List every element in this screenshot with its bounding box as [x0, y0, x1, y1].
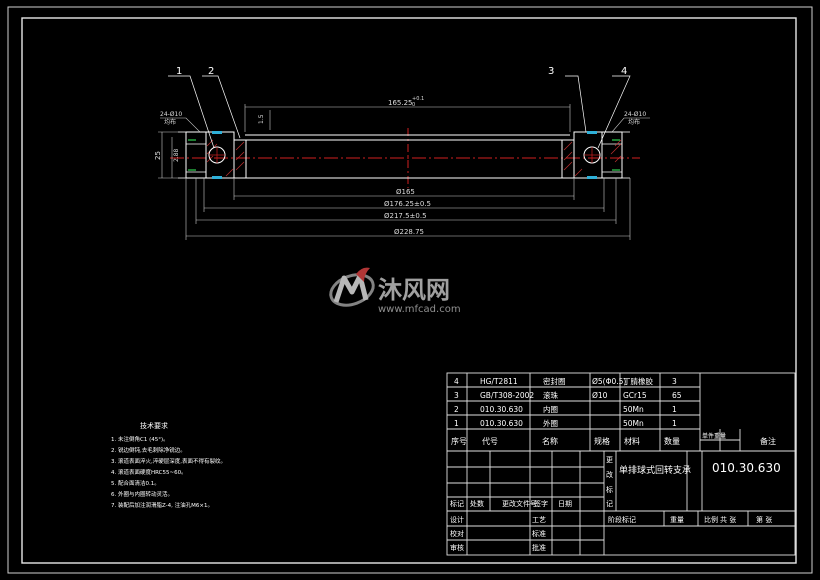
dim-top-tol-up: +0.1	[412, 96, 424, 102]
bom-cell-name: 内圈	[543, 404, 558, 414]
dim-d3: Ø217.5±0.5	[384, 212, 427, 220]
dim-offset: 2.88	[173, 148, 180, 162]
notes-title: 技术要求	[140, 421, 168, 430]
note-line: 5. 配合面清洁0.1。	[111, 479, 160, 487]
outer-border	[7, 6, 813, 574]
bom-cell-name: 密封圈	[543, 376, 566, 386]
tb-v1: 更	[606, 456, 613, 464]
bom-cell-spec: Ø10	[592, 391, 608, 400]
bom-cell-qty: 1	[672, 405, 677, 414]
bom-cell-spec: Ø5(Φ0.5)	[592, 377, 626, 386]
tb-design: 设计	[450, 515, 464, 524]
tb-weight: 重量	[670, 516, 684, 524]
note-line: 1. 未注倒角C1 (45°)。	[111, 435, 169, 443]
bom-cell-no: 2	[454, 405, 459, 414]
note-line: 6. 外圈与内圈转动灵活。	[111, 490, 173, 498]
bom-h-spec: 规格	[594, 436, 610, 446]
dim-holes-right: 24-Ø10	[624, 111, 646, 118]
mfcad-logo	[329, 267, 375, 307]
bom-cell-no: 4	[454, 377, 459, 386]
bom-cell-code: 010.30.630	[480, 419, 523, 428]
outer-ring-right	[601, 131, 623, 179]
tb-mark: 标记	[450, 499, 464, 508]
bom-cell-no: 3	[454, 391, 459, 400]
watermark-cn: 沐风网	[378, 276, 450, 304]
seal-left-top	[212, 131, 222, 134]
tb-change-file: 更改文件号	[502, 499, 537, 508]
tb-sign: 签字	[534, 499, 548, 508]
outer-ring-left	[185, 131, 207, 179]
bom-cell-qty: 65	[672, 391, 682, 400]
title-block	[446, 450, 796, 556]
inner-border	[21, 17, 797, 564]
bom-cell-code: 010.30.630	[480, 405, 523, 414]
note-line: 3. 滚道表面淬火,淬硬层深度,表面不得有裂纹。	[111, 457, 226, 465]
dimension-lines	[158, 104, 650, 240]
dim-top-tol-low: 0	[412, 102, 415, 108]
bom-cell-material: GCr15	[623, 391, 647, 400]
tb-date: 日期	[558, 500, 572, 508]
bom-cell-qty: 1	[672, 419, 677, 428]
tb-v4: 记	[606, 500, 613, 508]
dim-gap: 1.5	[258, 114, 265, 124]
tb-count: 处数	[470, 499, 484, 508]
bom-cell-qty: 3	[672, 377, 677, 386]
bom-h-name: 名称	[542, 436, 558, 446]
dim-holes-left: 24-Ø10	[160, 111, 182, 118]
bom-h-no: 序号	[451, 436, 467, 446]
bom-cell-material: 50Mn	[623, 405, 644, 414]
bom-cell-material: 丁腈橡胶	[623, 376, 653, 386]
tb-sheet: 共 张	[720, 515, 736, 524]
dim-holes-right-sub: 均布	[628, 118, 640, 126]
dim-height: 25	[154, 151, 162, 160]
dim-d2: Ø176.25±0.5	[384, 200, 431, 208]
drawing-number: 010.30.630	[712, 461, 781, 475]
tb-v2: 改	[606, 470, 613, 479]
bom-h-remark: 备注	[760, 436, 776, 446]
hatch-right	[563, 139, 622, 177]
bom-cell-code: HG/T2811	[480, 377, 518, 386]
tb-v3: 标	[606, 485, 613, 494]
tb-sheet-of: 第 张	[756, 515, 772, 524]
note-line: 2. 锐边倒钝,去毛刺除净锐边。	[111, 446, 186, 454]
leader-lines	[168, 75, 631, 149]
balloon-2: 2	[208, 66, 214, 77]
bom-cell-name: 外圈	[543, 418, 558, 428]
watermark-url: www.mfcad.com	[378, 304, 461, 315]
tb-check: 校对	[450, 529, 464, 538]
bom-cell-name: 滚珠	[543, 390, 558, 400]
bearing-section-view	[168, 75, 640, 188]
tb-scale: 比例	[704, 515, 718, 524]
bom-h-qty: 数量	[664, 436, 680, 446]
watermark: 沐风网 www.mfcad.com	[329, 267, 461, 315]
bom-h-unit-wt: 单件重量	[702, 432, 726, 440]
note-line: 4. 滚道表面硬度HRC55~60。	[111, 468, 187, 476]
tb-stage: 阶段标记	[608, 515, 636, 524]
technical-requirements: 技术要求 1. 未注倒角C1 (45°)。 2. 锐边倒钝,去毛刺除净锐边。 3. …	[111, 421, 226, 509]
tb-standard: 标准	[532, 529, 546, 538]
balloon-1: 1	[176, 66, 182, 77]
tb-process: 工艺	[532, 516, 546, 524]
tb-approve: 批准	[532, 543, 546, 552]
dim-d1: Ø165	[396, 188, 415, 196]
bom-h-code: 代号	[482, 436, 498, 446]
seal-left-bottom	[212, 176, 222, 179]
bom-cell-material: 50Mn	[623, 419, 644, 428]
dim-d4: Ø228.75	[394, 228, 424, 236]
dim-holes-left-sub: 均布	[164, 118, 176, 126]
seal-right-top	[587, 131, 597, 134]
bom-h-material: 材料	[624, 436, 640, 446]
dim-top: 165.25	[388, 99, 413, 107]
balloon-4: 4	[621, 66, 627, 77]
note-line: 7. 装配后加注润滑脂Z-4, 注油孔M6×1。	[111, 501, 213, 509]
balloon-3: 3	[548, 66, 554, 77]
seal-right-bottom	[587, 176, 597, 179]
tb-review: 审核	[450, 543, 464, 552]
bom-cell-code: GB/T308-2002	[480, 391, 534, 400]
drawing-title: 单排球式回转支承	[619, 464, 691, 476]
bom-cell-no: 1	[454, 419, 459, 428]
